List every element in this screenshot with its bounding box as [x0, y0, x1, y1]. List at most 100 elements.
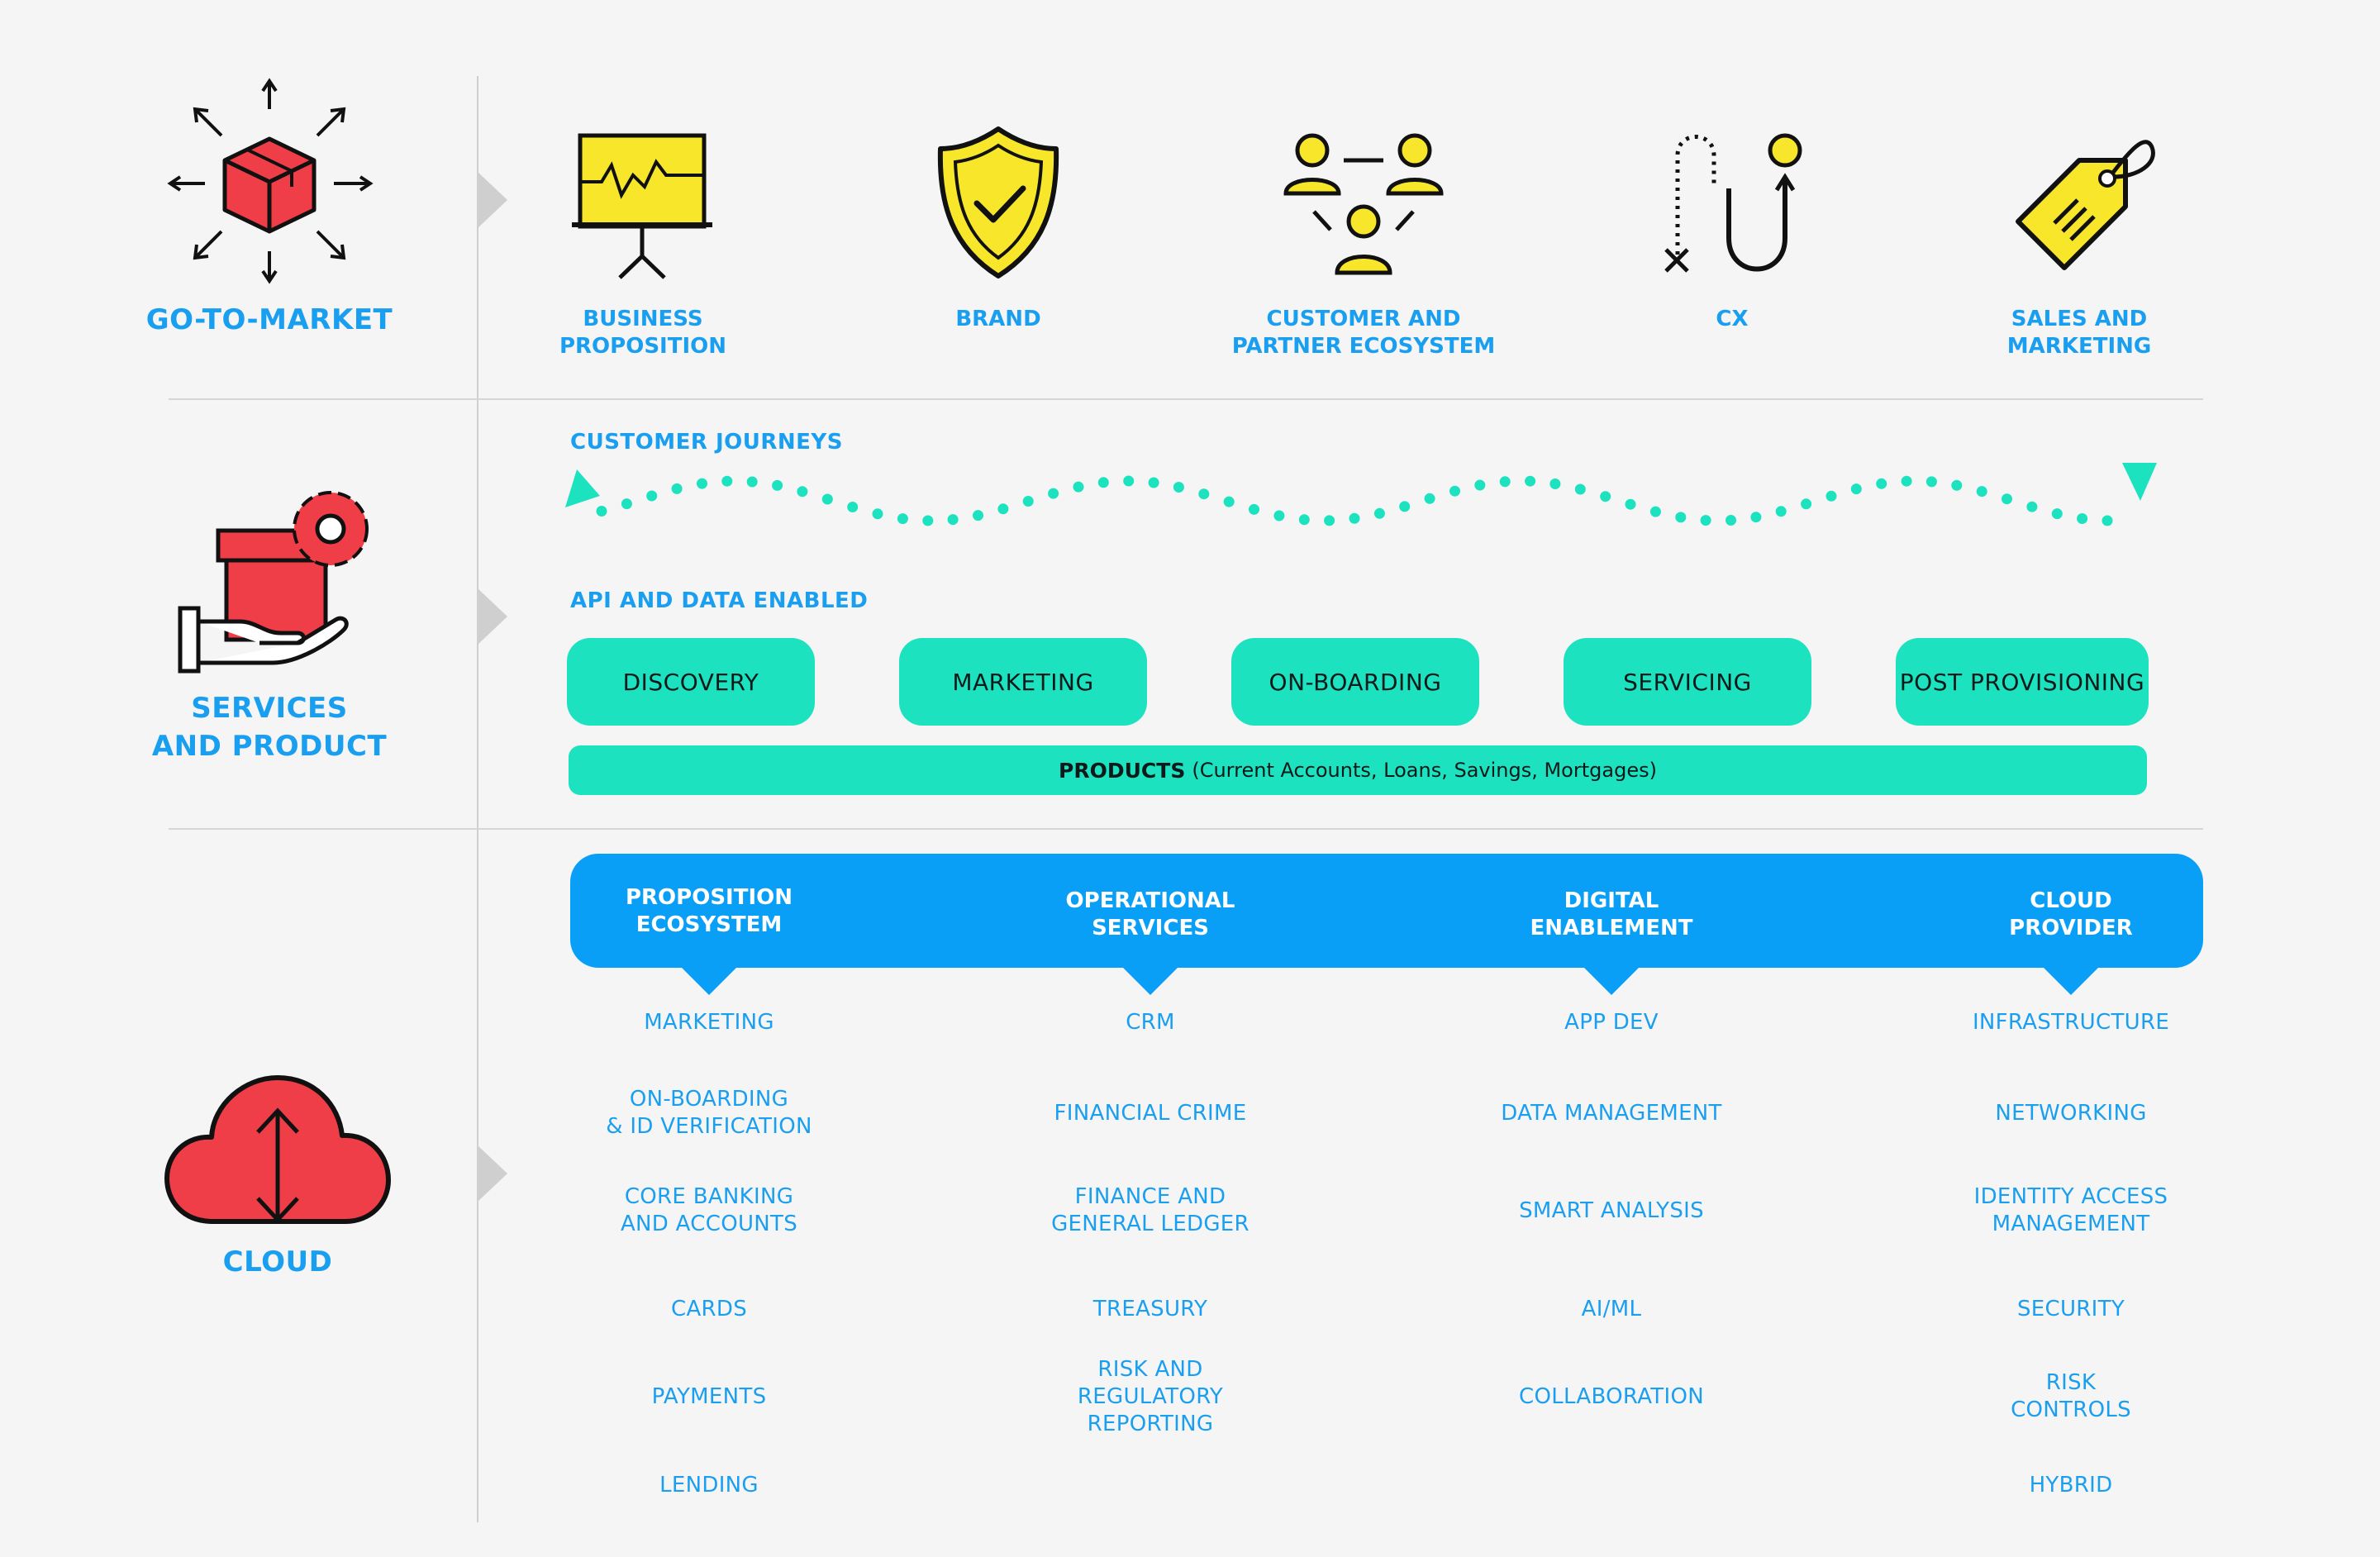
journey-path-icon [1664, 133, 1802, 273]
cloud-item: APP DEV [1564, 1009, 1659, 1035]
products-detail: (Current Accounts, Loans, Savings, Mortg… [1192, 759, 1657, 782]
journey-dot [1700, 515, 1711, 526]
cloud-upload-download-icon [164, 1075, 391, 1224]
journey-dot [1073, 481, 1084, 493]
journey-dot [2102, 515, 2113, 526]
journey-dot [596, 506, 607, 517]
stage-pill-on-boarding[interactable]: ON-BOARDING [1231, 638, 1479, 726]
journey-dot [1574, 483, 1586, 495]
presentation-board-icon [572, 133, 712, 279]
journey-dot [1825, 490, 1837, 502]
journey-dot [1649, 506, 1661, 517]
journey-dot [1976, 486, 1987, 498]
cloud-item: CARDS [670, 1296, 748, 1321]
journey-dot [1474, 479, 1486, 491]
cloud-item: INFRASTRUCTURE [1972, 1009, 2170, 1035]
journey-dot [1173, 482, 1184, 493]
journey-dot [2077, 513, 2088, 524]
journey-dot [821, 493, 833, 505]
journey-dot [1148, 477, 1159, 488]
products-bar[interactable]: PRODUCTS (Current Accounts, Loans, Savin… [569, 745, 2147, 795]
journey-dot [997, 503, 1009, 515]
journey-dot [2002, 493, 2012, 505]
journey-dot [1525, 475, 1536, 487]
journey-dot [1850, 483, 1862, 495]
gtm-label-cx: CX [1716, 307, 1749, 331]
customer-journeys-heading: CUSTOMER JOURNEYS [570, 430, 843, 455]
journey-dot [1499, 476, 1511, 488]
journey-dot [1775, 506, 1787, 517]
stage-pill-discovery[interactable]: DISCOVERY [567, 638, 815, 726]
cloud-item: DATA MANAGEMENT [1501, 1100, 1722, 1126]
journey-dot [2026, 501, 2038, 512]
journey-dot [1925, 476, 1937, 488]
journey-dot [1324, 515, 1335, 526]
journey-dot [1022, 496, 1034, 507]
stage-pill-marketing[interactable]: MARKETING [899, 638, 1147, 726]
stage-pill-post-provisioning[interactable]: POST PROVISIONING [1896, 638, 2149, 726]
row-caret-3 [478, 1145, 507, 1202]
journey-dot [1349, 512, 1360, 524]
stage-pill-servicing[interactable]: SERVICING [1564, 638, 1811, 726]
cloud-item: COLLABORATION [1519, 1383, 1704, 1409]
cloud-header-band [570, 854, 2203, 968]
journey-dot [1549, 479, 1561, 489]
hand-box-gear-icon [178, 491, 369, 674]
band-tab-2 [1122, 967, 1178, 995]
journey-dot [1801, 498, 1812, 510]
band-tab-4 [2043, 967, 2099, 995]
gtm-label-brand: BRAND [955, 307, 1041, 331]
journey-dot [1424, 493, 1435, 504]
journey-dot [1951, 479, 1963, 491]
journey-dot [1726, 515, 1736, 526]
journey-dot [1399, 501, 1411, 512]
journey-dot [1223, 496, 1235, 507]
journey-dot [1298, 514, 1310, 526]
price-tag-icon [2016, 140, 2155, 270]
cloud-item: AI/ML [1581, 1296, 1642, 1321]
cloud-item: FINANCIAL CRIME [1054, 1100, 1247, 1126]
cloud-item: MARKETING [644, 1009, 774, 1035]
journey-dot [973, 510, 983, 521]
cloud-item: CRM [1126, 1009, 1175, 1035]
journey-dot [646, 490, 658, 502]
journey-dot [1373, 507, 1385, 519]
vertical-divider [477, 76, 478, 1522]
journey-dot [1625, 498, 1636, 510]
journey-dot [1097, 477, 1109, 488]
journey-dot [621, 498, 632, 510]
section-title-go-to-market: GO-TO-MARKET [145, 303, 393, 336]
journey-dot [1675, 512, 1687, 523]
cloud-item: LENDING [659, 1472, 759, 1497]
journey-dot [947, 514, 959, 526]
journey-dot [1449, 485, 1460, 497]
cloud-item: NETWORKING [1995, 1100, 2147, 1126]
customer-journey-wave [565, 463, 2157, 526]
journey-dot [772, 479, 783, 491]
section-title-cloud: CLOUD [222, 1245, 333, 1278]
journey-dot [1600, 491, 1611, 502]
cloud-item: HYBRID [2029, 1472, 2113, 1497]
journey-dot [872, 508, 883, 520]
row-divider-2 [169, 828, 2203, 830]
journey-dot [847, 502, 859, 512]
journey-dot [746, 476, 758, 488]
journey-dot [1048, 488, 1059, 499]
band-tab-3 [1583, 967, 1640, 995]
band-tab-1 [681, 967, 737, 995]
cloud-item: TREASURY [1092, 1296, 1208, 1321]
journey-dot [2051, 508, 2063, 520]
journey-dot [797, 486, 808, 498]
journey-dot [671, 483, 683, 494]
